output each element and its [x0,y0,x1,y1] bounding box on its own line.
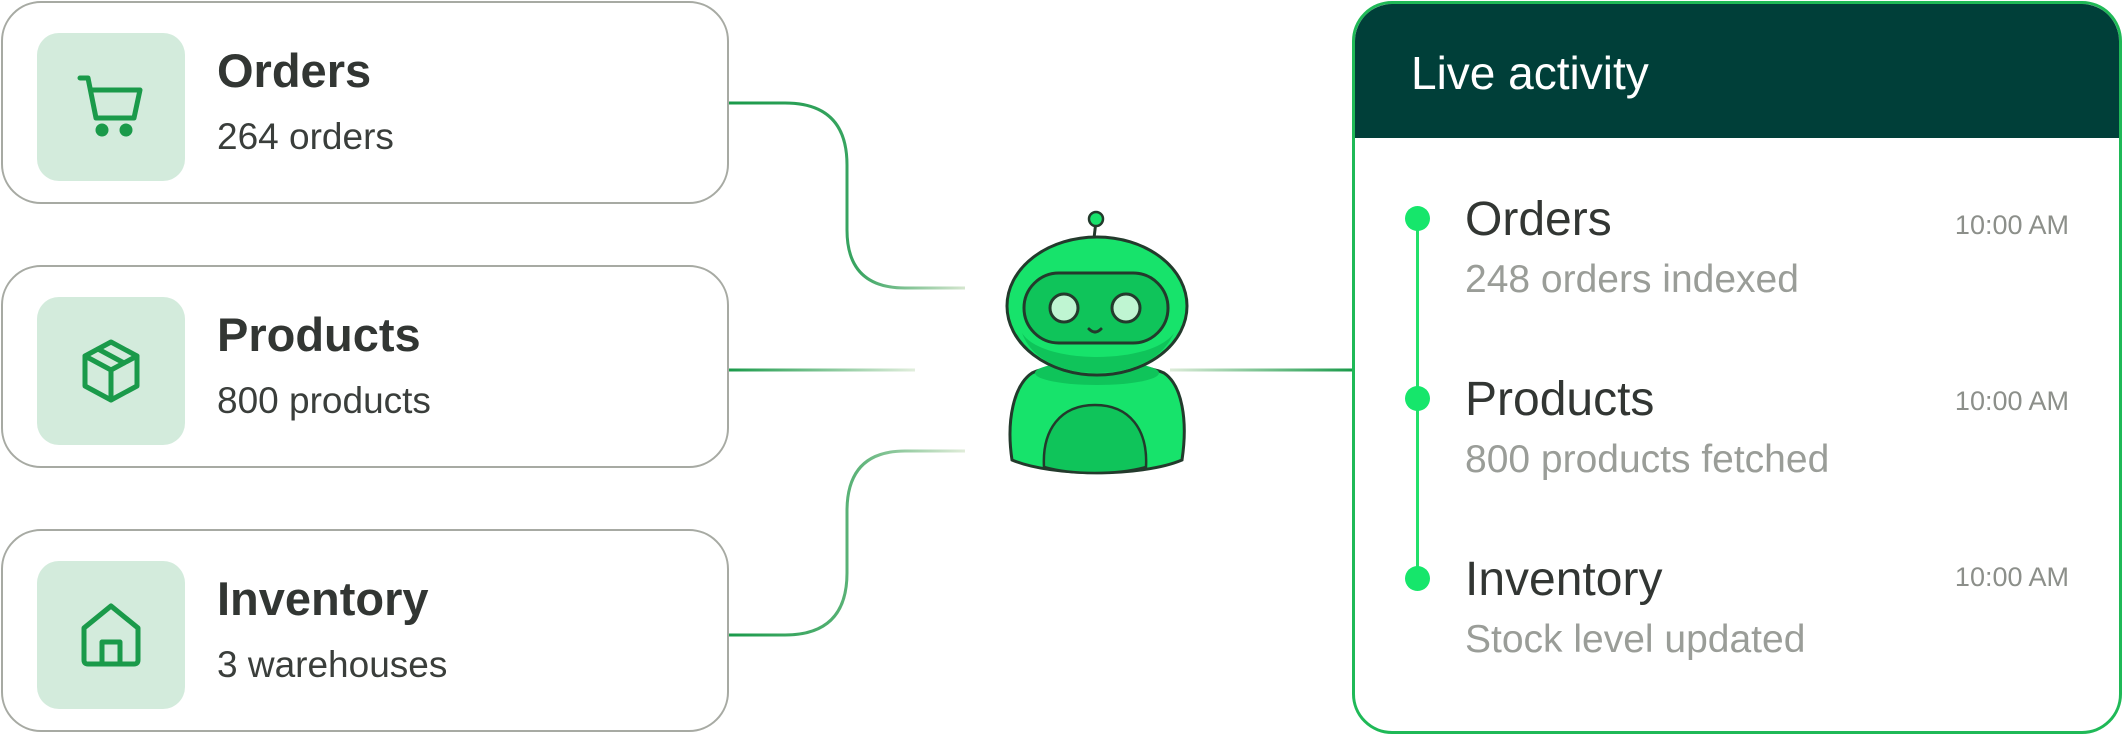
package-box-icon [82,339,140,403]
event-description: 800 products fetched [1465,438,1830,481]
event-time: 10:00 AM [1954,386,2069,416]
event-time: 10:00 AM [1954,562,2069,592]
activity-header: Live activity [1355,4,2119,138]
activity-title: Live activity [1411,47,1649,99]
source-title: Orders [217,44,372,97]
source-icon-tile [37,561,185,709]
event-title: Inventory [1465,553,1663,606]
event-description: Stock level updated [1465,618,1806,661]
event-time: 10:00 AM [1954,210,2069,240]
source-subtitle: 800 products [217,380,431,421]
timeline-dot [1405,206,1430,231]
robot-icon [1005,210,1189,475]
source-card-orders[interactable]: Orders 264 orders [1,1,729,204]
source-subtitle: 264 orders [217,116,394,157]
source-card-inventory[interactable]: Inventory 3 warehouses [1,529,729,732]
shopping-cart-icon [77,75,143,137]
warehouse-home-icon [81,603,141,667]
source-title: Inventory [217,572,429,625]
source-card-products[interactable]: Products 800 products [1,265,729,468]
event-title: Products [1465,373,1655,426]
live-activity-panel: Live activity Orders 10:00 AM 248 orders… [1352,1,2122,734]
source-icon-tile [37,297,185,445]
connector-inventory [729,449,965,637]
event-description: 248 orders indexed [1465,258,1799,301]
event-title: Orders [1465,193,1612,246]
timeline-dot [1405,566,1430,591]
source-icon-tile [37,33,185,181]
source-subtitle: 3 warehouses [217,644,448,685]
connector-orders [729,101,965,290]
source-title: Products [217,308,421,361]
timeline-dot [1405,386,1430,411]
